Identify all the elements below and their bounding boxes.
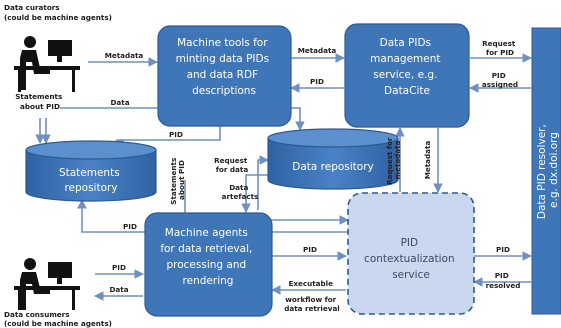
machine-tools-box: Machine tools for minting data PIDs and … xyxy=(157,25,292,127)
edge-datarepo-to-agents xyxy=(241,174,268,213)
svg-text:Data PID resolver, e.g.: Data PID resolver, e.g. dx.doi.org xyxy=(536,121,560,219)
edge-agents-to-datarepo xyxy=(257,155,269,210)
edge-curators-to-datarepo xyxy=(60,107,305,131)
label-data-2: Data xyxy=(109,285,128,294)
svg-text:Machine tools for mintin: Machine tools for minting data PIDs and … xyxy=(176,37,273,97)
pid-resolver-bar: Data PID resolver, e.g. dx.doi.org xyxy=(531,27,561,315)
svg-text:Data PIDs management: Data PIDs management service, e.g. DataC… xyxy=(370,37,444,97)
label-request-for-metadata-vertical: Request for metadata xyxy=(385,135,402,185)
svg-text:PID contextualization: PID contextualization service xyxy=(364,237,458,281)
label-metadata-1: Metadata xyxy=(105,51,144,60)
statements-repository-cylinder: Statements repository xyxy=(25,140,157,202)
label-metadata-vertical: Metadata xyxy=(423,141,432,180)
svg-text:Statements repository: Statements repository xyxy=(59,167,123,194)
label-pid-6: PID xyxy=(496,245,510,254)
label-executable-workflow: Executable workflow for data retrieval xyxy=(284,279,340,313)
label-statements-about-pid-vertical: Statements about PID xyxy=(169,155,186,204)
pid-contextualization-service-box: PID contextualization service xyxy=(347,192,475,315)
label-request-for-data: Request for data xyxy=(214,156,250,174)
label-pid-resolved: PID resolved xyxy=(486,271,521,290)
data-repository-cylinder: Data repository xyxy=(267,128,399,190)
pid-management-box: Data PIDs management service, e.g. DataC… xyxy=(344,23,470,128)
person-at-computer-icon xyxy=(14,258,80,310)
label-pid-5: PID xyxy=(112,263,126,272)
machine-agents-box: Machine agents for data retrieval, proce… xyxy=(144,212,273,317)
label-pid-4: PID xyxy=(303,245,317,254)
label-metadata-2: Metadata xyxy=(298,46,337,55)
label-data-1: Data xyxy=(110,98,129,107)
data-curators-actor: Data curators (could be machine agents) … xyxy=(4,3,112,111)
label-pid-assigned: PID assigned xyxy=(482,71,518,89)
consumers-label: Data consumers (could be machine agents) xyxy=(4,310,112,328)
edge-labels: Metadata Metadata PID Request for PID PI… xyxy=(105,39,521,313)
curators-label: Data curators (could be machine agents) xyxy=(4,3,112,22)
svg-text:Machine agents for data: Machine agents for data retrieval, proce… xyxy=(160,227,255,287)
statements-about-pid-label: Statements about PID xyxy=(15,92,64,111)
label-request-pid: Request for PID xyxy=(482,39,518,57)
data-consumers-actor: Data consumers (could be machine agents) xyxy=(4,258,112,328)
svg-text:Data repository: Data repository xyxy=(292,161,374,173)
label-pid-2: PID xyxy=(169,130,183,139)
label-pid-1: PID xyxy=(310,77,324,86)
label-data-artefacts: Data artefacts xyxy=(222,183,259,201)
label-pid-3: PID xyxy=(123,222,137,231)
edges xyxy=(35,53,532,301)
person-at-computer-icon xyxy=(14,36,80,92)
